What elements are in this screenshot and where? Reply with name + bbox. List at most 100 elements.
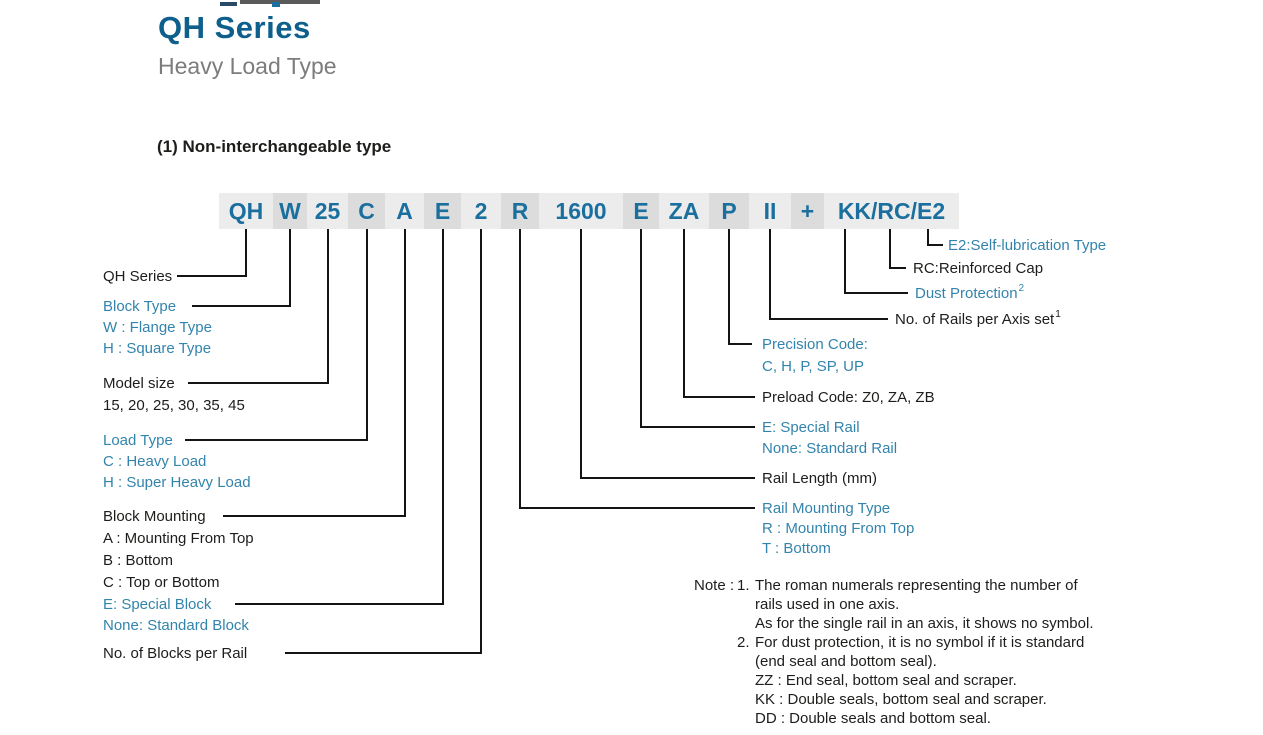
callout-self-lubrication-text: E2:Self-lubrication Type <box>948 237 1107 254</box>
code-segment-qh: QH <box>219 193 273 229</box>
callout-block-mounting-line-2: A : Mounting From Top <box>103 527 254 549</box>
connector-special-block-vertical <box>442 229 444 605</box>
callout-special-rail-line-2: None: Standard Rail <box>762 438 897 459</box>
callout-model-size-line-2: 15, 20, 25, 30, 35, 45 <box>103 394 245 416</box>
section-label: (1) Non-interchangeable type <box>157 137 392 156</box>
connector-rails-per-axis-set-horizontal <box>769 318 888 320</box>
code-segment-p: P <box>709 193 749 229</box>
callout-load-type-text: C : Heavy Load <box>103 453 207 470</box>
callout-qh-series: QH Series <box>103 266 172 287</box>
callout-model-size-text: 15, 20, 25, 30, 35, 45 <box>103 396 245 414</box>
callout-rails-per-axis-set-superscript: 1 <box>1055 309 1061 320</box>
callout-blocks-per-rail: No. of Blocks per Rail <box>103 643 247 664</box>
callout-block-mounting-text: C : Top or Bottom <box>103 573 220 591</box>
callout-precision-code-text: C, H, P, SP, UP <box>762 357 864 375</box>
note-item-2-line-5: DD : Double seals and bottom seal. <box>755 710 991 727</box>
callout-precision-code-line-2: C, H, P, SP, UP <box>762 355 864 377</box>
note-item-1-line-1: The roman numerals representing the numb… <box>755 577 1078 594</box>
callout-model-size-text: Model size <box>103 374 175 392</box>
connector-precision-code-vertical <box>728 229 730 345</box>
callout-rail-mounting-type-line-3: T : Bottom <box>762 538 831 558</box>
connector-self-lubrication-horizontal <box>927 244 943 246</box>
connector-blocks-per-rail-horizontal <box>285 652 482 654</box>
connector-blocks-per-rail-vertical <box>480 229 482 654</box>
page-title: QH Series <box>158 10 311 45</box>
callout-block-type-line-1: Block Type <box>103 296 176 317</box>
code-segment-kk-rc-e2: KK/RC/E2 <box>824 193 959 229</box>
callout-special-block-text: None: Standard Block <box>103 617 249 634</box>
connector-qh-series-horizontal <box>177 275 247 277</box>
note-item-1-line-2: rails used in one axis. <box>755 596 900 613</box>
callout-special-block-text: E: Special Block <box>103 596 212 613</box>
code-segment-e: E <box>623 193 659 229</box>
connector-model-size-vertical <box>327 229 329 384</box>
connector-preload-code-horizontal <box>683 396 755 398</box>
connector-special-rail-vertical <box>640 229 642 428</box>
callout-rail-mounting-type-text: R : Mounting From Top <box>762 519 915 537</box>
code-segment-za: ZA <box>659 193 709 229</box>
code-segment-e: E <box>424 193 461 229</box>
callout-rails-per-axis-set: No. of Rails per Axis set 1 <box>895 309 1061 330</box>
callout-special-block-line-2: None: Standard Block <box>103 615 249 636</box>
code-segment-ii: II <box>749 193 791 229</box>
callout-special-rail-text: None: Standard Rail <box>762 440 898 457</box>
connector-load-type-horizontal <box>185 439 368 441</box>
callout-special-block-line-1: E: Special Block <box>103 594 211 615</box>
callout-rail-length: Rail Length (mm) <box>762 468 877 489</box>
callout-block-type-line-2: W : Flange Type <box>103 317 212 338</box>
code-segment-w: W <box>273 193 307 229</box>
connector-reinforced-cap-vertical <box>889 229 891 269</box>
note-item-2-line-2: (end seal and bottom seal). <box>755 653 937 670</box>
callout-dust-protection-superscript: 2 <box>1018 283 1025 294</box>
crop-artifact <box>240 0 320 4</box>
callout-self-lubrication: E2:Self-lubrication Type <box>948 235 1106 256</box>
note-item-2-line-3: ZZ : End seal, bottom seal and scraper. <box>755 672 1017 689</box>
callout-preload-code: Preload Code: Z0, ZA, ZB <box>762 387 935 408</box>
connector-preload-code-vertical <box>683 229 685 398</box>
connector-rails-per-axis-set-vertical <box>769 229 771 320</box>
callout-load-type-text: H : Super Heavy Load <box>103 474 251 491</box>
callout-preload-code-text: Preload Code: Z0, ZA, ZB <box>762 389 935 406</box>
callout-block-mounting-line-4: C : Top or Bottom <box>103 571 219 593</box>
note-item-2-line-4: KK : Double seals, bottom seal and scrap… <box>755 691 1047 708</box>
callout-reinforced-cap: RC:Reinforced Cap <box>913 258 1043 279</box>
note-item-2-line-1: For dust protection, it is no symbol if … <box>755 634 1085 651</box>
note-item-1-line-3: As for the single rail in an axis, it sh… <box>755 615 1094 632</box>
callout-block-type-text: W : Flange Type <box>103 319 212 336</box>
connector-block-type-horizontal <box>192 305 291 307</box>
connector-rail-length-horizontal <box>580 477 755 479</box>
callout-special-rail-line-1: E: Special Rail <box>762 417 860 438</box>
callout-precision-code-line-1: Precision Code: <box>762 333 868 355</box>
code-segment-a: A <box>385 193 424 229</box>
connector-block-mounting-vertical <box>404 229 406 517</box>
callout-load-type-line-2: C : Heavy Load <box>103 451 206 472</box>
code-segment-2: 2 <box>461 193 501 229</box>
code-segment-1600: 1600 <box>539 193 623 229</box>
callout-block-mounting-text: B : Bottom <box>103 551 174 569</box>
callout-rail-mounting-type-line-2: R : Mounting From Top <box>762 518 914 538</box>
callout-rail-mounting-type-text: T : Bottom <box>762 539 831 557</box>
callout-qh-series-text: QH Series <box>103 268 173 285</box>
connector-qh-series-vertical <box>245 229 247 277</box>
callout-rails-per-axis-set-text: No. of Rails per Axis set <box>895 311 1055 328</box>
crop-artifact <box>220 2 237 6</box>
connector-precision-code-horizontal <box>728 343 752 345</box>
callout-load-type-line-3: H : Super Heavy Load <box>103 472 251 493</box>
note-item-1-number: 1. <box>737 577 750 594</box>
connector-special-rail-horizontal <box>640 426 755 428</box>
callout-block-mounting-text: A : Mounting From Top <box>103 529 254 547</box>
callout-model-size-line-1: Model size <box>103 372 175 394</box>
callout-block-type-text: Block Type <box>103 298 177 315</box>
callout-rail-mounting-type-text: Rail Mounting Type <box>762 499 891 517</box>
note-prefix: Note : <box>694 577 735 594</box>
page-subtitle: Heavy Load Type <box>158 53 337 79</box>
callout-special-rail-text: E: Special Rail <box>762 419 860 436</box>
note-item-2-number: 2. <box>737 634 750 651</box>
callout-reinforced-cap-text: RC:Reinforced Cap <box>913 260 1044 277</box>
callout-precision-code-text: Precision Code: <box>762 335 868 353</box>
connector-rail-mounting-type-horizontal <box>519 507 755 509</box>
callout-block-type-line-3: H : Square Type <box>103 338 211 359</box>
connector-self-lubrication-vertical <box>927 229 929 246</box>
code-segment-25: 25 <box>307 193 348 229</box>
